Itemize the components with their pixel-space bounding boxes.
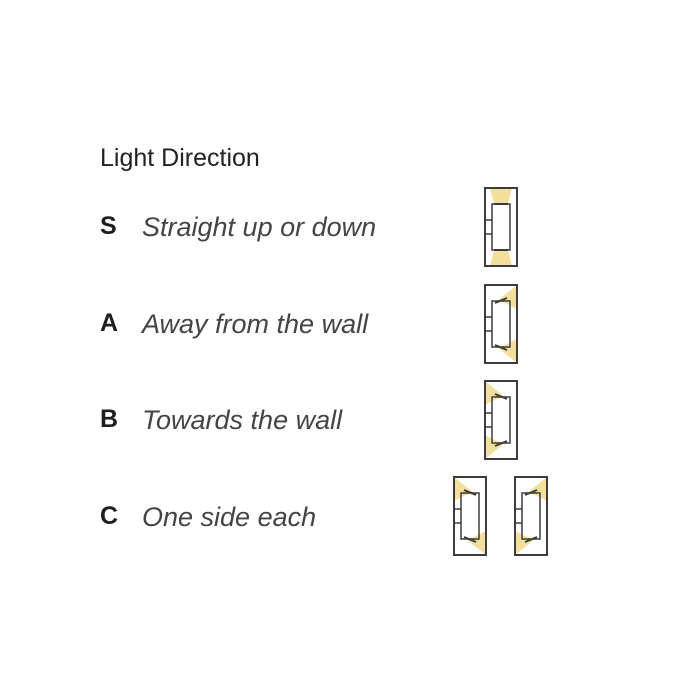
option-description: Away from the wall (142, 309, 369, 339)
option-code: A (100, 309, 119, 337)
option-description: One side each (142, 502, 317, 532)
fixture-straight-icon (481, 186, 521, 268)
fixture-towards-icon (481, 379, 521, 461)
fixture-one-side-right-icon (511, 475, 551, 557)
option-row-s: S Straight up or down (100, 212, 620, 262)
option-code: S (100, 212, 117, 240)
option-code: C (100, 502, 119, 530)
page-title: Light Direction (100, 144, 260, 172)
option-description: Towards the wall (142, 405, 343, 435)
option-description: Straight up or down (142, 212, 377, 242)
option-code: B (100, 405, 119, 433)
option-row-c: C One side each (100, 502, 620, 552)
option-row-a: A Away from the wall (100, 309, 620, 359)
fixture-one-side-left-icon (450, 475, 490, 557)
option-row-b: B Towards the wall (100, 405, 620, 455)
fixture-away-icon (481, 283, 521, 365)
